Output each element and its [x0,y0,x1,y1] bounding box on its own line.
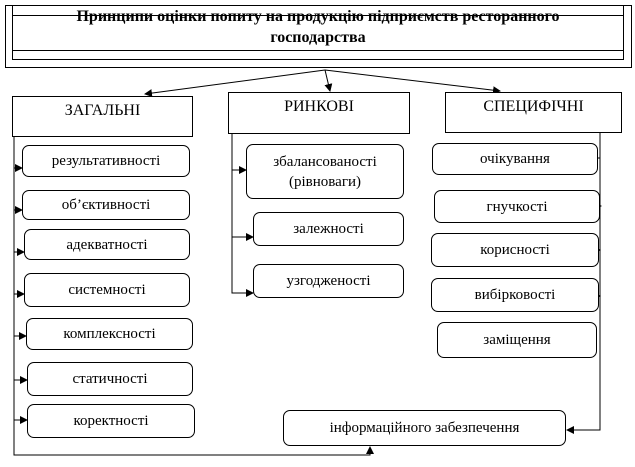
specific-item: гнучкості [434,190,600,223]
category-market: РИНКОВІ [228,92,410,134]
market-item: узгодженості [253,264,404,298]
general-item: статичності [27,362,193,396]
general-item: результативності [22,145,190,177]
general-item: об’єктивності [22,190,190,220]
market-item: збалансованості (рівноваги) [246,144,404,199]
general-item: адекватності [24,229,190,260]
page-title: Принципи оцінки попиту на продукцію підп… [12,6,624,51]
specific-item: вибірковості [431,278,599,312]
general-item: коректності [27,404,195,438]
general-item: комплексності [26,318,193,350]
specific-item: заміщення [437,322,597,358]
shared-principle: інформаційного забезпечення [283,410,566,446]
category-general: ЗАГАЛЬНІ [12,96,193,137]
specific-item: корисності [431,233,599,267]
category-specific: СПЕЦИФІЧНІ [445,92,622,133]
general-item: системності [24,273,190,307]
market-item: залежності [253,212,404,246]
specific-item: очікування [432,143,598,175]
